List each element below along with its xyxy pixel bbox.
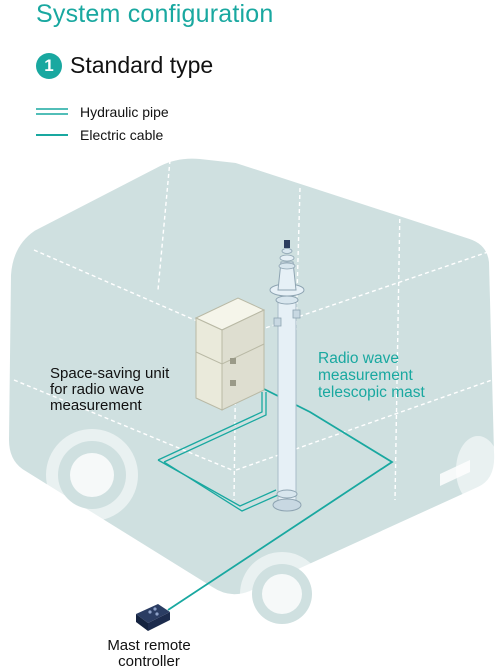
front-wheel bbox=[240, 552, 324, 636]
remote-controller bbox=[136, 604, 170, 631]
section-number-badge: 1 bbox=[36, 52, 62, 79]
page-title: System configuration bbox=[36, 0, 274, 28]
mast-label: Radio wave measurement telescopic mast bbox=[318, 350, 425, 401]
controller-label: Mast remote controller bbox=[107, 637, 191, 670]
hydraulic-pipe-route bbox=[157, 392, 279, 512]
measurement-unit bbox=[194, 297, 266, 411]
legend-item-hydraulic-pipe: Hydraulic pipe bbox=[36, 104, 169, 120]
single-line-icon bbox=[36, 134, 68, 136]
right-wheel bbox=[456, 436, 500, 504]
legend-label: Hydraulic pipe bbox=[80, 104, 169, 120]
telescopic-mast bbox=[269, 240, 305, 512]
unit-label: Space-saving unit for radio wave measure… bbox=[50, 365, 170, 414]
double-line-icon bbox=[36, 108, 68, 115]
section-title: Standard type bbox=[70, 52, 214, 78]
legend-label: Electric cable bbox=[80, 127, 164, 143]
rear-wheel bbox=[46, 429, 138, 521]
section-heading: 1 Standard type bbox=[36, 52, 213, 79]
legend-item-electric-cable: Electric cable bbox=[36, 127, 163, 143]
